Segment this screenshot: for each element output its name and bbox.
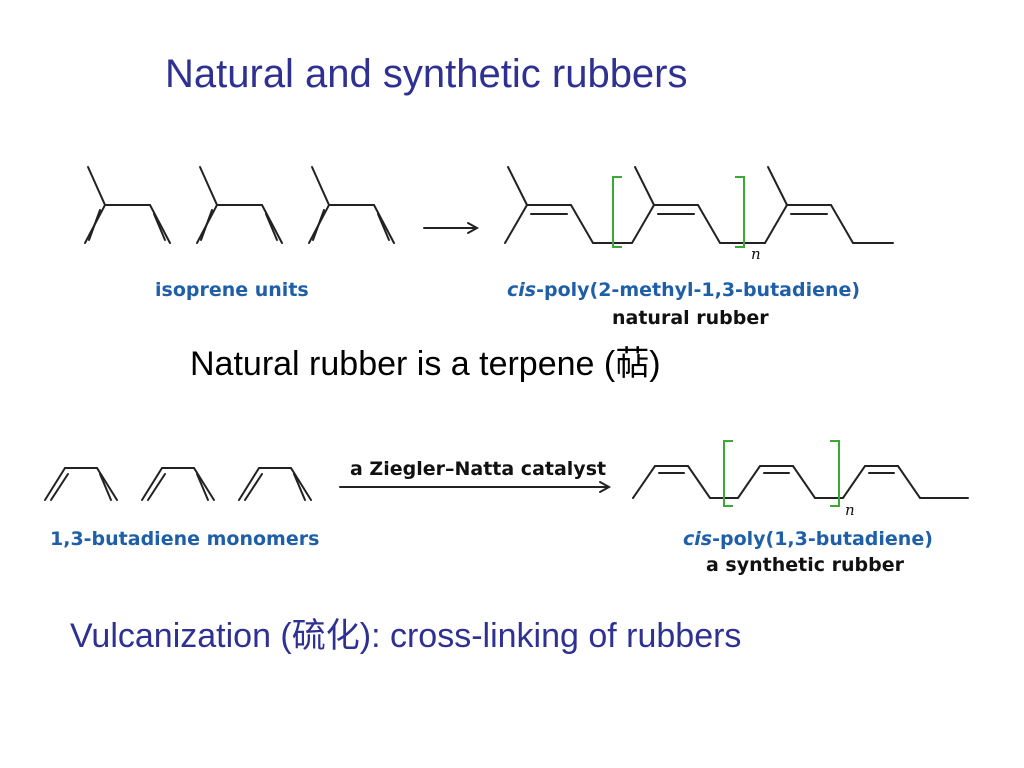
repeat-subscript-n-1: n — [751, 245, 761, 263]
repeat-bracket-right-2 — [830, 440, 840, 507]
repeat-bracket-left-1 — [612, 176, 622, 248]
butadiene-monomer-1 — [44, 467, 118, 501]
synthetic-rubber-chain — [632, 465, 969, 499]
isoprene-unit-3 — [308, 166, 395, 244]
catalyst-label: a Ziegler–Natta catalyst — [350, 458, 607, 480]
synthetic-rubber-name: cis-poly(1,3-butadiene) — [683, 528, 933, 550]
synthetic-rubber-polymer-name: -poly(1,3-butadiene) — [712, 528, 933, 550]
natural-rubber-name: cis-poly(2-methyl-1,3-butadiene) — [507, 279, 860, 301]
natural-rubber-polymer-name: -poly(2-methyl-1,3-butadiene) — [536, 279, 861, 301]
repeat-bracket-left-2 — [723, 440, 733, 507]
butadiene-monomer-3 — [238, 467, 312, 501]
natural-rubber-label: natural rubber — [612, 307, 769, 329]
isoprene-unit-1 — [84, 166, 171, 244]
synthetic-rubber-label: a synthetic rubber — [706, 554, 904, 576]
butadiene-monomers-label: 1,3-butadiene monomers — [50, 528, 320, 550]
reaction-arrow-2 — [339, 481, 612, 493]
terpene-statement: Natural rubber is a terpene (萜) — [190, 345, 661, 383]
natural-rubber-chain — [504, 166, 894, 244]
vulcanization-statement: Vulcanization (硫化): cross-linking of rub… — [70, 617, 742, 655]
reaction-arrow-1 — [423, 222, 480, 234]
isoprene-units-label: isoprene units — [155, 279, 309, 301]
cis-prefix-2: cis — [683, 528, 713, 550]
isoprene-unit-2 — [196, 166, 283, 244]
slide-title: Natural and synthetic rubbers — [165, 52, 688, 96]
repeat-bracket-right-1 — [735, 176, 745, 248]
cis-prefix-1: cis — [507, 279, 537, 301]
repeat-subscript-n-2: n — [845, 501, 855, 519]
butadiene-monomer-2 — [141, 467, 215, 501]
